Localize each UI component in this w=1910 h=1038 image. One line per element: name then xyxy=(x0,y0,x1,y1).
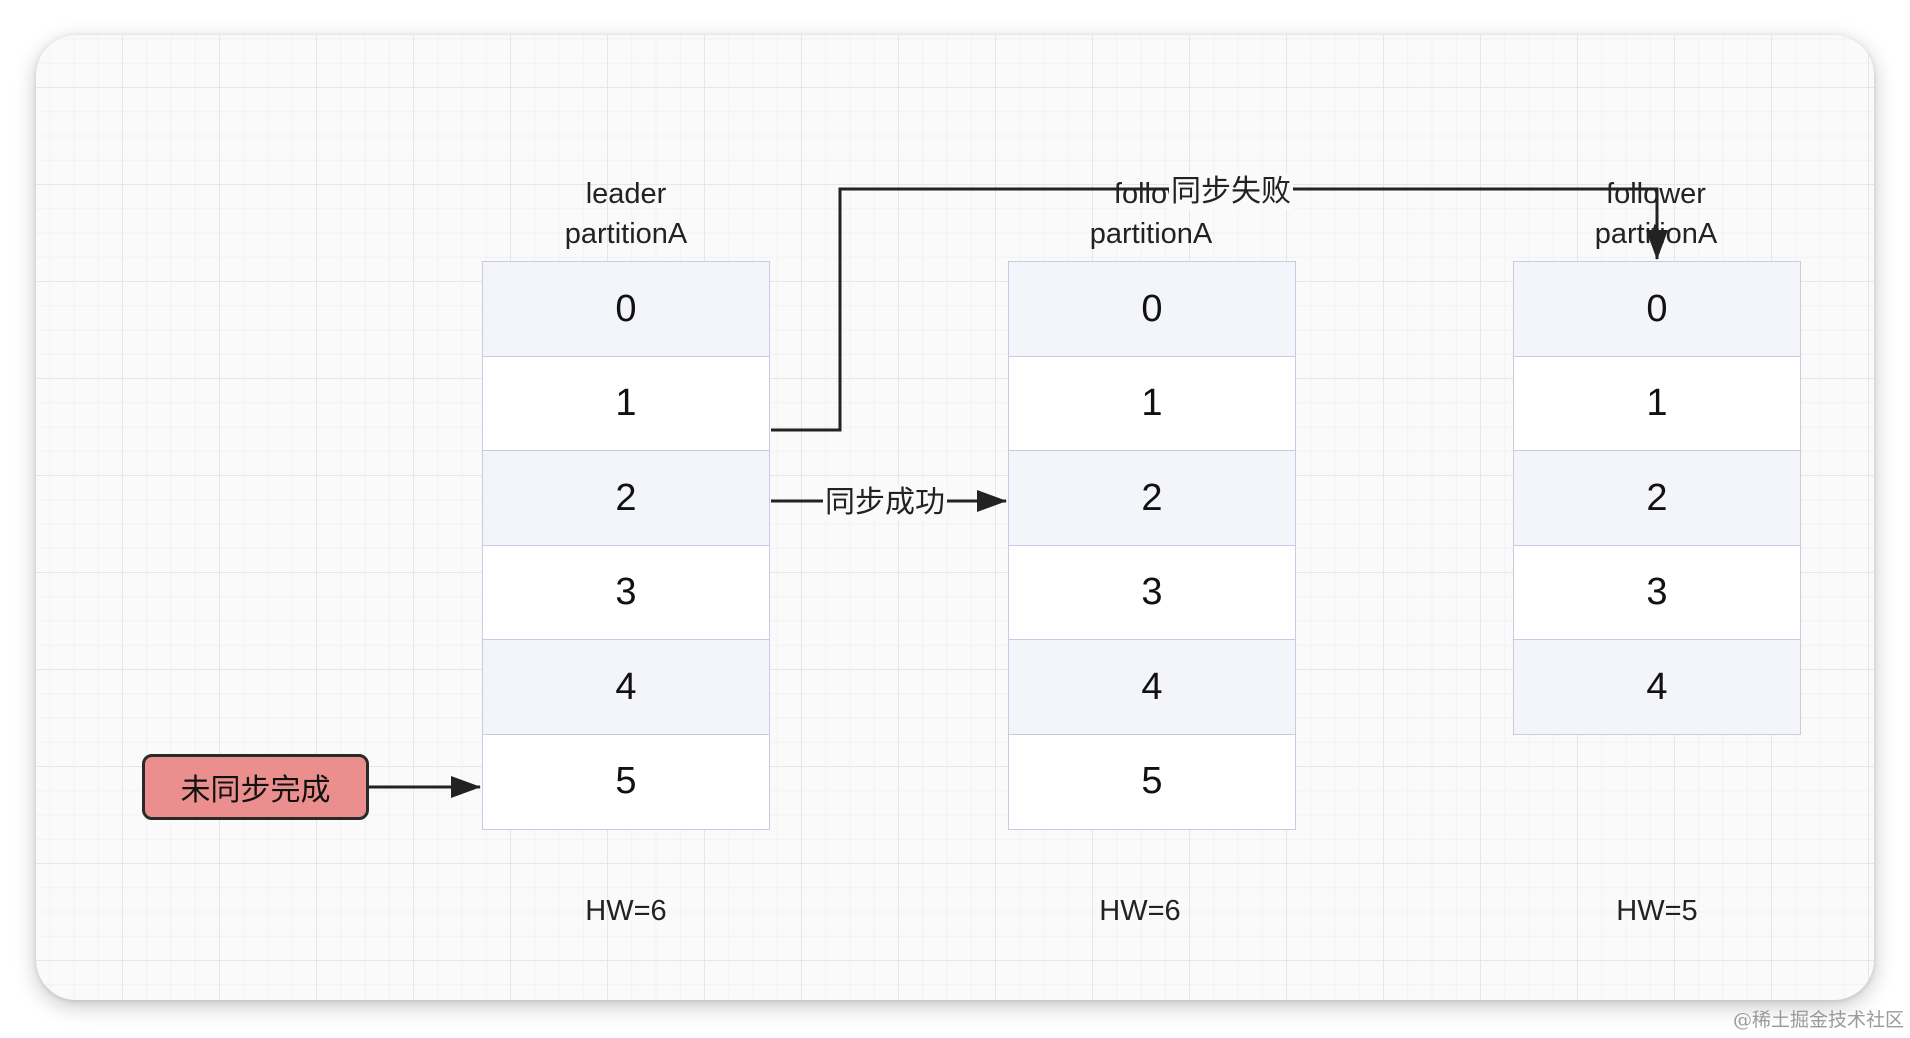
log-cell: 1 xyxy=(1513,355,1801,452)
follower-title-line1: follower xyxy=(1606,178,1706,210)
log-cell: 5 xyxy=(482,733,770,830)
follower-partition-log: 0 1 2 3 4 xyxy=(1513,261,1801,735)
log-cell: 4 xyxy=(1008,639,1296,735)
sync-fail-label: 同步失败 xyxy=(1169,174,1293,210)
leader-title-line2: partitionA xyxy=(564,218,688,250)
log-cell: 0 xyxy=(482,261,770,357)
follow-title-line2: partitionA xyxy=(1089,218,1213,250)
log-cell: 0 xyxy=(1513,261,1801,357)
log-cell: 4 xyxy=(482,639,770,735)
log-cell: 2 xyxy=(1008,450,1296,546)
log-cell: 1 xyxy=(482,355,770,452)
leader-title: leader partitionA xyxy=(476,174,776,254)
watermark: @稀土掘金技术社区 xyxy=(1732,1009,1904,1031)
follower-title-line2: partitionA xyxy=(1594,218,1718,250)
leader-hw: HW=6 xyxy=(585,895,667,927)
follower-hw: HW=5 xyxy=(1616,895,1698,927)
log-cell: 1 xyxy=(1008,355,1296,452)
log-cell: 0 xyxy=(1008,261,1296,357)
log-cell: 3 xyxy=(482,544,770,641)
sync-success-label: 同步成功 xyxy=(823,485,947,521)
follow-partition-log: 0 1 2 3 4 5 xyxy=(1008,261,1296,830)
unsync-node-label: 未同步完成 xyxy=(180,774,331,807)
log-cell: 2 xyxy=(1513,450,1801,546)
unsync-node: 未同步完成 xyxy=(142,754,369,820)
log-cell: 4 xyxy=(1513,639,1801,735)
log-cell: 3 xyxy=(1008,544,1296,641)
log-cell: 5 xyxy=(1008,733,1296,830)
log-cell: 3 xyxy=(1513,544,1801,641)
leader-partition-log: 0 1 2 3 4 5 xyxy=(482,261,770,830)
log-cell: 2 xyxy=(482,450,770,546)
follower-title: follower partitionA xyxy=(1506,174,1806,254)
follow-hw: HW=6 xyxy=(1099,895,1181,927)
leader-title-line1: leader xyxy=(585,178,667,210)
